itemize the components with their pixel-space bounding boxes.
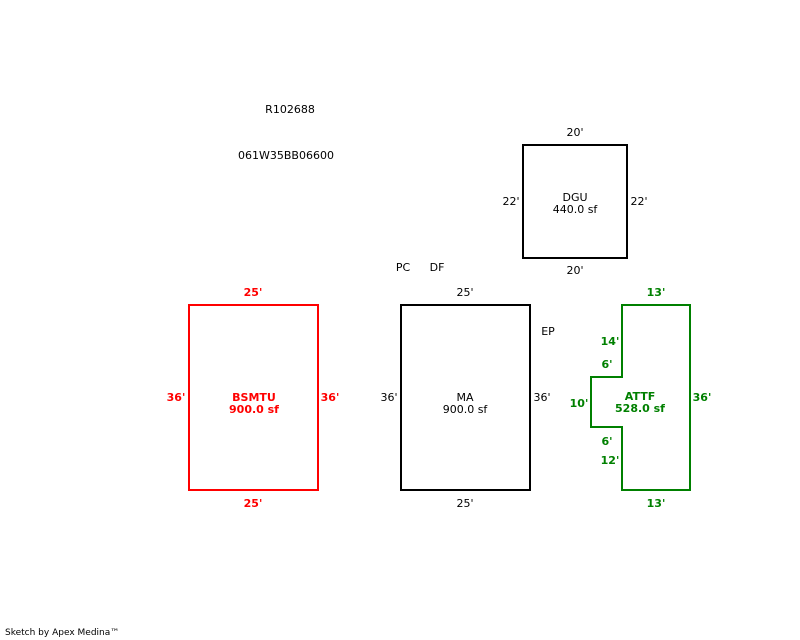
bsmtu-name: BSMTU [232,391,276,404]
dgu-name: DGU [562,191,588,204]
attf-area: 528.0 sf [615,402,665,415]
ma-label: MA 900.0 sf [443,392,488,416]
attf-name: ATTF [624,390,656,403]
bsmtu-bottom-dim: 25' [243,497,263,510]
bsmtu-left-dim: 36' [166,391,186,404]
parcel-id: 061W35BB06600 [238,149,334,162]
attf-top-dim: 13' [646,286,666,299]
ma-bottom-dim: 25' [456,497,474,510]
attf-label: ATTF 528.0 sf [615,391,665,415]
ma-name: MA [456,391,474,404]
bsmtu-top-dim: 25' [243,286,263,299]
dgu-left-dim: 22' [502,195,520,208]
bsmtu-right-dim: 36' [320,391,340,404]
attf-bottom-dim: 13' [646,497,666,510]
attf-notch-side-dim: 10' [569,397,589,410]
dgu-right-dim: 22' [630,195,648,208]
dgu-label: DGU 440.0 sf [553,192,598,216]
ma-left-dim: 36' [380,391,398,404]
label-df: DF [429,261,445,274]
bsmtu-outline [188,304,319,491]
attf-left-lower-dim: 12' [600,454,620,467]
attf-left-upper-dim: 14' [600,335,620,348]
attf-outline [590,304,691,491]
record-id: R102688 [265,103,315,116]
label-ep: EP [541,325,555,338]
dgu-top-dim: 20' [566,126,584,139]
label-pc: PC [395,261,411,274]
ma-area: 900.0 sf [442,403,488,416]
attf-notch-top-dim: 6' [601,358,613,371]
dgu-outline [522,144,628,259]
footer-credit: Sketch by Apex Medina™ [5,628,120,638]
ma-outline [400,304,531,491]
ma-right-dim: 36' [533,391,551,404]
attf-right-dim: 36' [692,391,712,404]
ma-top-dim: 25' [456,286,474,299]
attf-notch-bottom-dim: 6' [601,435,613,448]
bsmtu-area: 900.0 sf [229,403,279,416]
bsmtu-label: BSMTU 900.0 sf [229,392,279,416]
dgu-area: 440.0 sf [552,203,598,216]
dgu-bottom-dim: 20' [566,264,584,277]
